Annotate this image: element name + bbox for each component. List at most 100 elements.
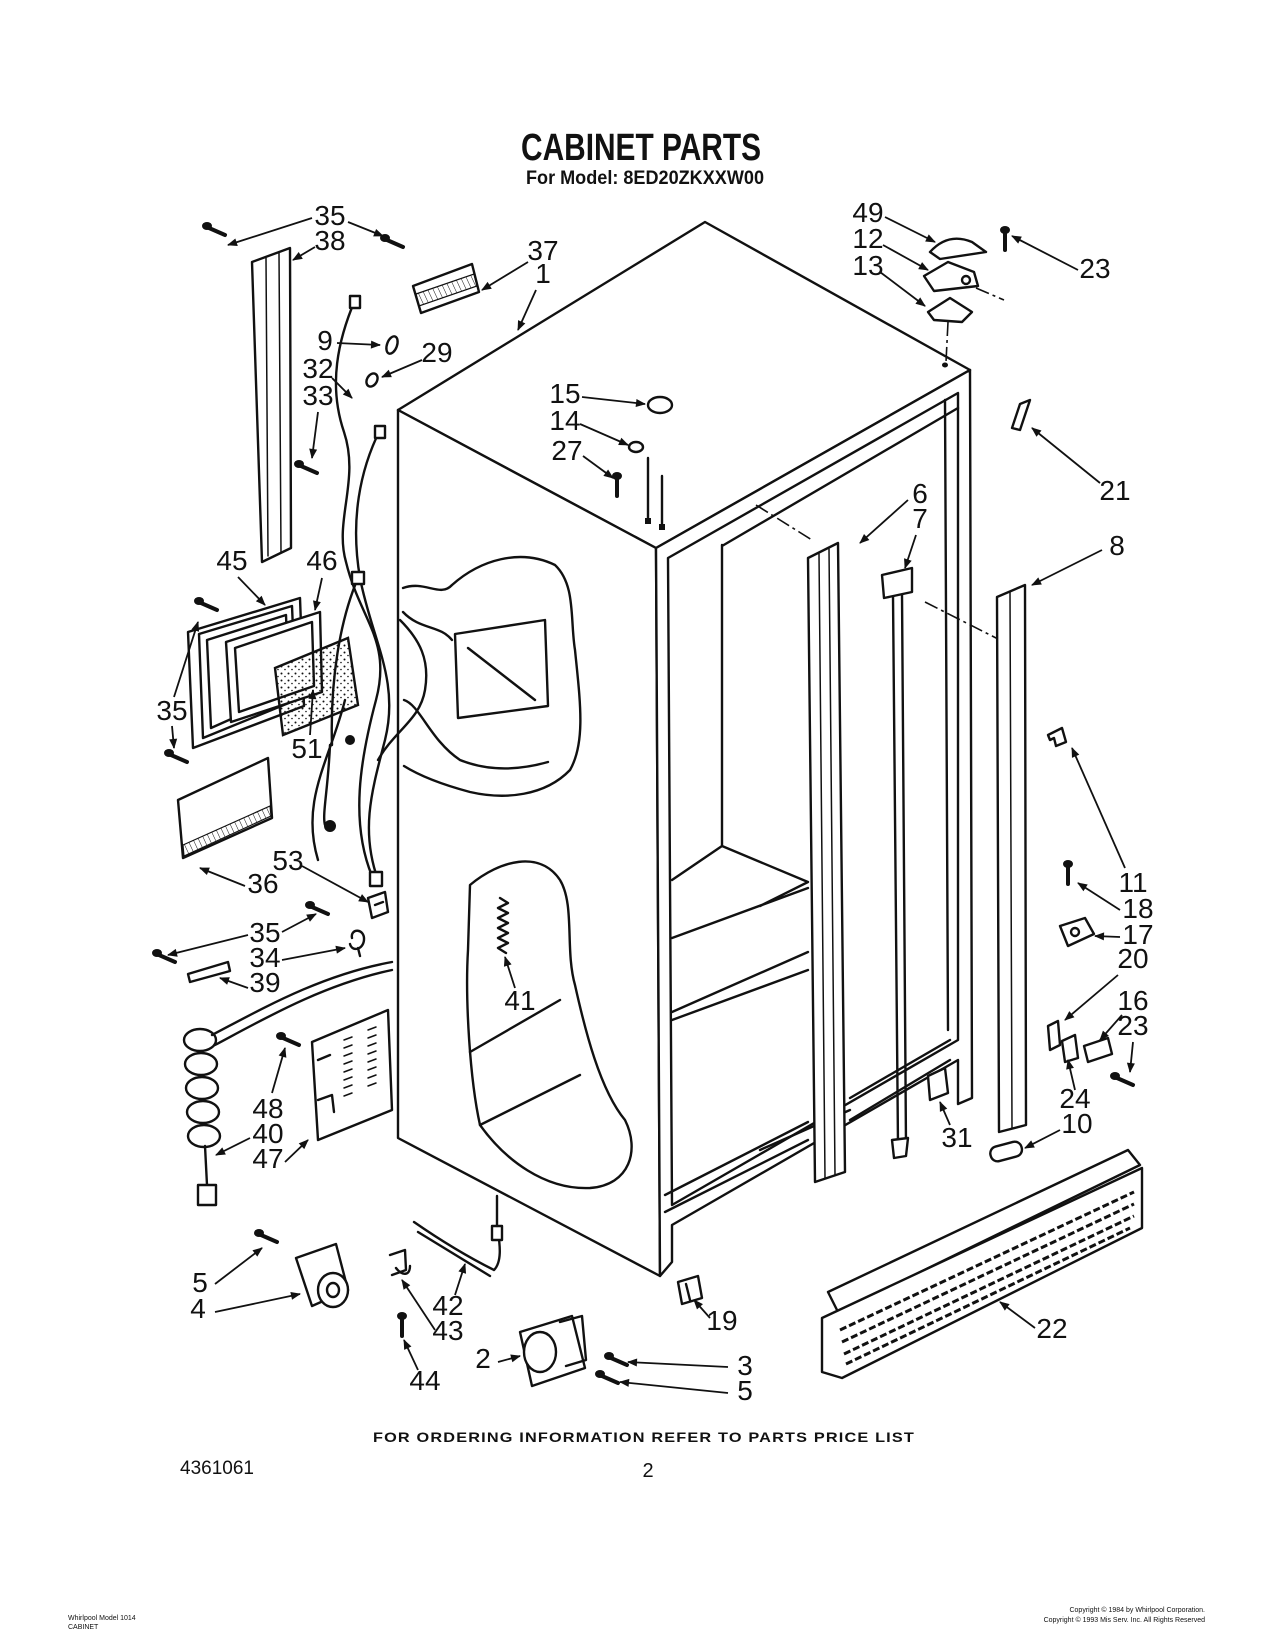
cord-coil — [182, 1027, 218, 1053]
callout-51: 51 — [291, 733, 322, 764]
clip-part-21 — [1010, 398, 1032, 432]
lower-cutaway — [465, 860, 633, 1190]
clip-part-43 — [388, 1248, 412, 1277]
tube-part-42 — [412, 1220, 501, 1278]
leader-arrow — [1031, 427, 1101, 484]
clip-part-11 — [1046, 726, 1068, 748]
leader-arrow — [313, 577, 323, 611]
callout-45: 45 — [216, 545, 247, 576]
leader-arrow — [939, 1101, 951, 1126]
callout-14: 14 — [549, 405, 580, 436]
leader-arrow — [1011, 235, 1079, 271]
bracket-tab — [316, 1053, 336, 1114]
leader-arrow — [219, 977, 249, 989]
callout-46: 46 — [306, 545, 337, 576]
callout-labels: 35 38 37 1 9 29 32 33 49 12 13 23 15 14 … — [156, 197, 1153, 1406]
leader-arrow — [503, 956, 516, 989]
leader-arrow — [403, 1339, 419, 1371]
callout-35: 35 — [314, 200, 345, 231]
cabinet-inner-back-edge — [720, 406, 960, 848]
document-number: 4361061 — [180, 1458, 254, 1479]
leader-arrow — [581, 396, 646, 407]
leader-arrow — [497, 1354, 521, 1363]
bracket-part-20 — [1046, 1019, 1062, 1052]
leader-arrow — [454, 1263, 467, 1296]
callout-6: 6 — [912, 478, 928, 509]
harness-terminal — [324, 820, 336, 832]
leader-arrow — [381, 359, 423, 378]
leader-arrow — [882, 244, 929, 271]
screw-icon — [192, 595, 219, 612]
page-title: CABINET PARTS — [521, 127, 761, 169]
leader-arrow — [214, 1247, 263, 1285]
screw-icon — [252, 1227, 279, 1244]
callout-49: 49 — [852, 197, 883, 228]
callout-35: 35 — [249, 917, 280, 948]
leader-arrow — [627, 1358, 729, 1368]
trim-strip-edge — [265, 252, 282, 557]
callout-38: 38 — [314, 225, 345, 256]
callout-1: 1 — [535, 258, 551, 289]
callout-21: 21 — [1099, 475, 1130, 506]
harness-wire — [354, 428, 391, 882]
callout-23: 23 — [1117, 1010, 1148, 1041]
tube-fitting — [490, 1224, 504, 1242]
hinge-part-17 — [1058, 916, 1096, 948]
rod-end-cap — [890, 1136, 910, 1160]
callout-18: 18 — [1122, 893, 1153, 924]
page-number: 2 — [642, 1460, 653, 1482]
grommet-part-29 — [365, 372, 379, 388]
model-number: For Model: 8ED20ZKXXW00 — [526, 168, 764, 189]
screw-icon — [395, 1310, 409, 1338]
leader-arrow — [281, 945, 346, 961]
harness-wire — [376, 618, 428, 762]
screw-icon — [303, 899, 330, 916]
cabinet-inner-floor — [670, 844, 810, 1022]
callout-17: 17 — [1122, 919, 1153, 950]
power-cord-part-40 — [182, 960, 394, 1207]
screw-icon — [602, 1350, 629, 1367]
callout-7: 7 — [912, 503, 928, 534]
callout-34: 34 — [249, 942, 280, 973]
rod-part-7 — [891, 592, 908, 1148]
leader-arrow — [884, 216, 936, 243]
grille-slots — [839, 1190, 1135, 1366]
leader-arrow — [237, 576, 266, 606]
leader-arrow — [309, 411, 319, 459]
harness-connector — [368, 870, 384, 888]
screw-icon — [274, 1030, 301, 1047]
mount-hole — [645, 518, 651, 524]
screw-icon — [162, 747, 189, 764]
cabinet-inner-right-wall — [758, 398, 952, 1152]
leader-arrow — [619, 1378, 729, 1394]
screw-icon — [998, 224, 1012, 252]
leader-arrow — [331, 377, 353, 399]
plug-icon — [196, 1183, 218, 1207]
clip-part-19 — [676, 1274, 704, 1306]
upper-cutaway-outline — [401, 555, 582, 797]
shim-part-24 — [1060, 1033, 1080, 1064]
callout-12: 12 — [852, 223, 883, 254]
hinge-part-17-hole — [1069, 926, 1081, 938]
leader-arrow — [1094, 932, 1121, 941]
hinge-cover-part-49 — [928, 237, 988, 261]
leader-arrow — [292, 246, 316, 261]
grommet-part-9 — [385, 335, 399, 355]
leader-arrow — [167, 934, 249, 957]
model-credit-line: Whirlpool Model 1014 — [68, 1615, 136, 1622]
top-part-guide — [646, 456, 664, 530]
leader-arrow — [693, 1299, 711, 1319]
leader-arrow — [999, 1301, 1036, 1329]
shim-part-13 — [926, 296, 974, 324]
callout-3: 3 — [737, 1350, 753, 1381]
strip-part-6-edges — [818, 548, 836, 1179]
leader-arrow — [308, 689, 317, 736]
leader-arrow — [336, 340, 381, 349]
power-cord-line — [210, 960, 394, 1047]
leader-arrow — [1071, 747, 1126, 869]
callout-2: 2 — [475, 1343, 491, 1374]
callout-44: 44 — [409, 1365, 440, 1396]
callout-27: 27 — [551, 435, 582, 466]
callout-11: 11 — [1118, 867, 1147, 898]
leader-arrow — [227, 217, 313, 247]
